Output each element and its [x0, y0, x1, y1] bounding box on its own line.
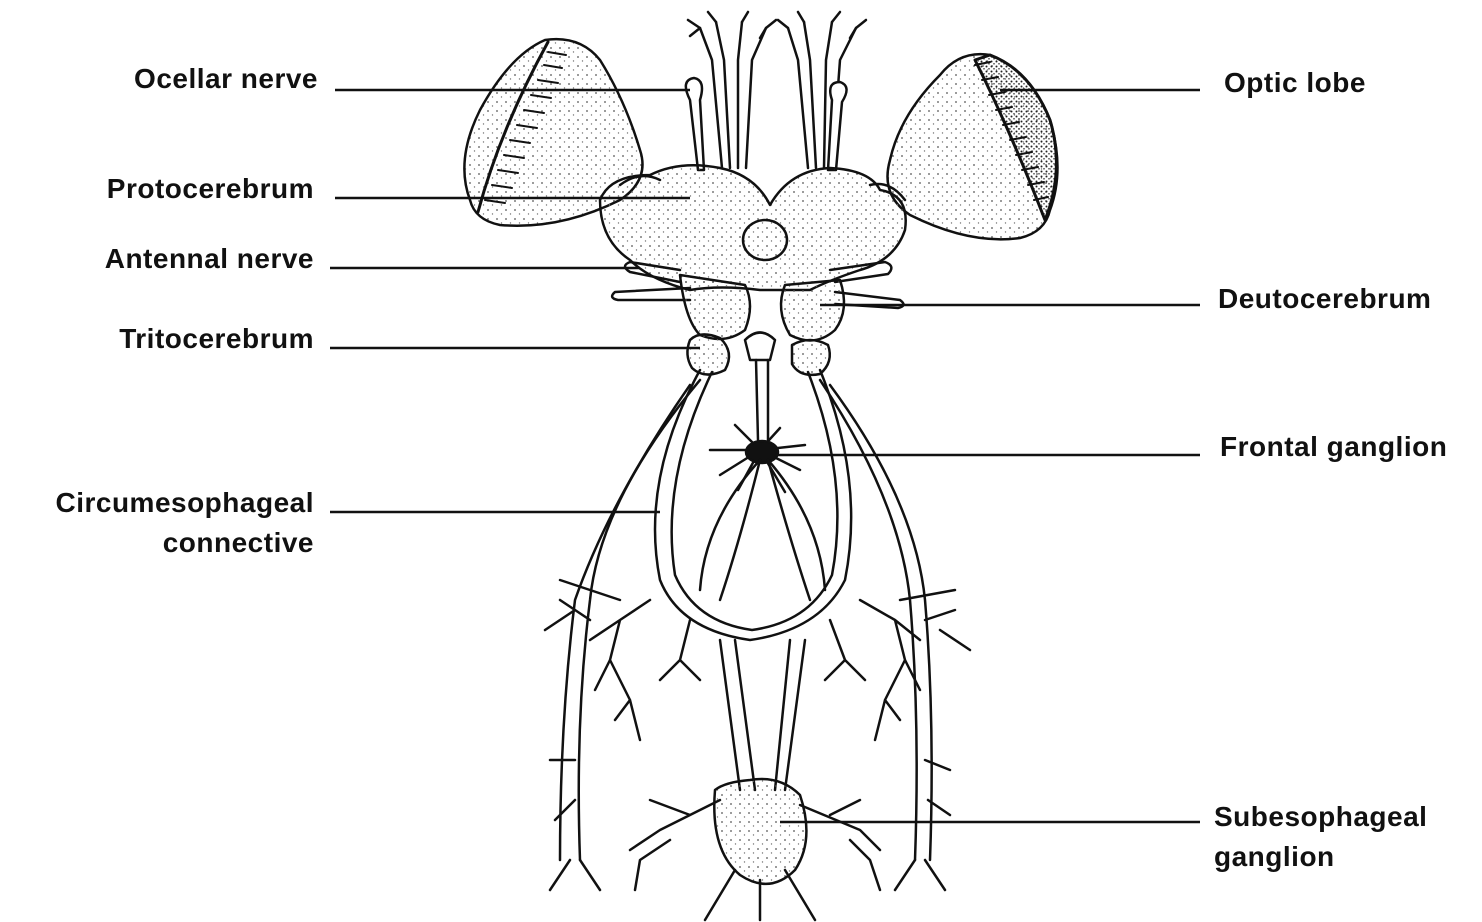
- label-subesophageal-line2: ganglion: [1214, 840, 1335, 874]
- protocerebrum-body: [600, 165, 906, 290]
- ocellar-stalks: [686, 78, 847, 170]
- label-tritocerebrum: Tritocerebrum: [40, 322, 314, 356]
- label-frontal-ganglion: Frontal ganglion: [1220, 430, 1447, 464]
- label-deutocerebrum: Deutocerebrum: [1218, 282, 1431, 316]
- label-subesophageal-line1: Subesophageal: [1214, 800, 1427, 834]
- label-protocerebrum: Protocerebrum: [40, 172, 314, 206]
- label-antennal-nerve: Antennal nerve: [40, 242, 314, 276]
- circumesophageal-connectives: [655, 370, 851, 640]
- label-ocellar-nerve: Ocellar nerve: [60, 62, 318, 96]
- right-optic-lobe: [888, 54, 1058, 239]
- label-circumesophageal-line2: connective: [10, 526, 314, 560]
- subesophageal-ganglion-body: [630, 779, 880, 920]
- tritocerebrum: [687, 333, 829, 375]
- label-circumesophageal-line1: Circumesophageal: [10, 486, 314, 520]
- label-optic-lobe: Optic lobe: [1224, 66, 1366, 100]
